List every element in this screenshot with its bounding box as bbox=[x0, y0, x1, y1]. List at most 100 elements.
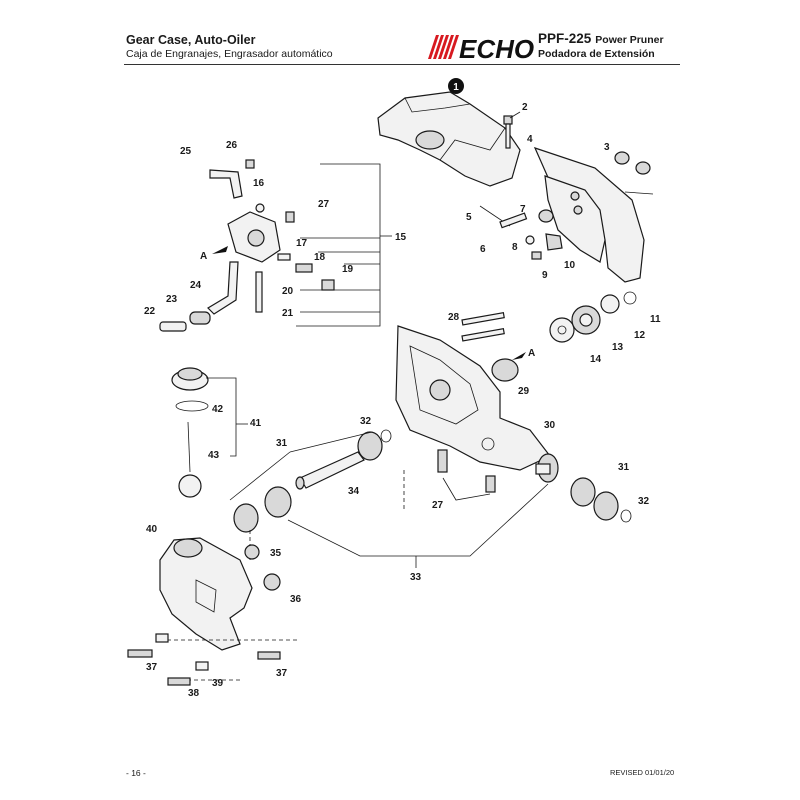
ref-A-left: A bbox=[200, 251, 207, 262]
part-24-hose bbox=[207, 261, 239, 315]
callout-39: 39 bbox=[212, 678, 224, 689]
callout-1: 1 bbox=[453, 82, 459, 93]
callout-23: 23 bbox=[166, 294, 178, 305]
callout-14: 14 bbox=[590, 354, 602, 365]
part-19-cap bbox=[321, 279, 335, 291]
callout-22: 22 bbox=[144, 306, 156, 317]
callout-33: 33 bbox=[410, 572, 422, 583]
ref-A-left-arrow bbox=[212, 246, 228, 254]
part-33-gear-left bbox=[264, 486, 292, 518]
part-15-oil-pump bbox=[227, 211, 281, 263]
part-40-lower-housing bbox=[159, 537, 253, 651]
revision-date: REVISED 01/01/20 bbox=[610, 768, 675, 777]
callout-18: 18 bbox=[314, 252, 326, 263]
callout-6: 6 bbox=[480, 244, 486, 255]
callout-43: 43 bbox=[208, 450, 220, 461]
part-3-nuts bbox=[614, 151, 651, 175]
part-30-gear bbox=[535, 453, 559, 483]
part-13-sprocket bbox=[571, 305, 601, 335]
callout-16: 16 bbox=[253, 178, 265, 189]
callout-12: 12 bbox=[634, 330, 646, 341]
part-39-spacer-a bbox=[155, 633, 169, 643]
callout-27a: 27 bbox=[318, 199, 330, 210]
part-31-bearing-left-b bbox=[233, 503, 259, 533]
callout-17: 17 bbox=[296, 238, 308, 249]
part-8-washer bbox=[525, 235, 535, 245]
part-31-bearing-right-a bbox=[570, 477, 596, 507]
callout-2: 2 bbox=[522, 102, 528, 113]
callout-21: 21 bbox=[282, 308, 294, 319]
callout-35: 35 bbox=[270, 548, 282, 559]
callout-29: 29 bbox=[518, 386, 530, 397]
callout-27b: 27 bbox=[432, 500, 444, 511]
part-1-housing bbox=[377, 91, 521, 187]
part-27-screw-a bbox=[437, 449, 448, 473]
part-31-bearing-left-a bbox=[357, 431, 383, 461]
part-16-oring bbox=[255, 203, 265, 213]
part-21-rod bbox=[255, 271, 263, 313]
part-31-bearing-right-b bbox=[593, 491, 619, 521]
part-27-screw-top bbox=[285, 211, 295, 223]
callout-42: 42 bbox=[212, 404, 224, 415]
callout-19: 19 bbox=[342, 264, 354, 275]
part-36-bushing bbox=[263, 573, 281, 591]
part-23-filter bbox=[189, 311, 211, 325]
part-37-screw-right bbox=[257, 651, 281, 660]
callout-31b: 31 bbox=[618, 462, 630, 473]
section-title-es: Caja de Engranajes, Engrasador automátic… bbox=[126, 48, 333, 60]
callout-37b: 37 bbox=[276, 668, 288, 679]
echo-logo: ECHO bbox=[428, 34, 534, 61]
callout-36: 36 bbox=[290, 594, 302, 605]
callout-10: 10 bbox=[564, 260, 576, 271]
callout-30: 30 bbox=[544, 420, 556, 431]
part-39-spacer-b bbox=[195, 661, 209, 671]
part-34-drive-shaft bbox=[295, 451, 365, 490]
ref-A-right-arrow bbox=[512, 352, 526, 360]
ref-A-right: A bbox=[528, 348, 535, 359]
part-1-marker bbox=[448, 78, 464, 94]
model-desc-es: Podadora de Extensión bbox=[538, 48, 655, 60]
part-10-tensioner bbox=[545, 233, 563, 251]
part-12-rim bbox=[600, 294, 620, 314]
part-32-clip-left bbox=[380, 429, 392, 443]
part-26-block bbox=[245, 159, 255, 169]
part-35-plug bbox=[244, 544, 260, 560]
part-38-screw bbox=[167, 677, 191, 686]
callout-24: 24 bbox=[190, 280, 202, 291]
callout-37a: 37 bbox=[146, 662, 158, 673]
section-title-en: Gear Case, Auto-Oiler bbox=[126, 33, 256, 47]
callout-9: 9 bbox=[542, 270, 548, 281]
part-14-washer bbox=[549, 317, 575, 343]
part-27-screw-b bbox=[485, 475, 496, 493]
model-desc-en: Power Pruner bbox=[595, 34, 664, 46]
callout-5: 5 bbox=[466, 212, 472, 223]
model-number: PPF-225 bbox=[538, 31, 592, 46]
part-17-spring bbox=[277, 253, 291, 261]
callout-32b: 32 bbox=[638, 496, 650, 507]
callout-11: 11 bbox=[650, 314, 661, 325]
callout-20: 20 bbox=[282, 286, 294, 297]
part-42-gasket bbox=[175, 400, 209, 412]
part-4-cover bbox=[533, 147, 654, 283]
part-32-clip-right bbox=[620, 509, 632, 523]
part-2-bolt bbox=[503, 115, 513, 149]
part-37-screw-left bbox=[127, 649, 153, 658]
callout-8: 8 bbox=[512, 242, 518, 253]
part-25-hose-fitting bbox=[209, 169, 243, 199]
callout-3: 3 bbox=[604, 142, 610, 153]
page-number: - 16 - bbox=[126, 768, 146, 778]
header-rule bbox=[124, 64, 680, 65]
callout-13: 13 bbox=[612, 342, 624, 353]
gear-case-body bbox=[395, 325, 551, 471]
callout-31a: 31 bbox=[276, 438, 288, 449]
brand-text: ECHO bbox=[459, 34, 534, 61]
callout-41: 41 bbox=[250, 418, 262, 429]
part-28-pins bbox=[461, 312, 505, 342]
part-9-screw bbox=[531, 251, 542, 260]
callout-34: 34 bbox=[348, 486, 360, 497]
part-43-oil-filter bbox=[178, 474, 202, 498]
callout-38: 38 bbox=[188, 688, 200, 699]
part-18-plunger bbox=[295, 263, 313, 273]
